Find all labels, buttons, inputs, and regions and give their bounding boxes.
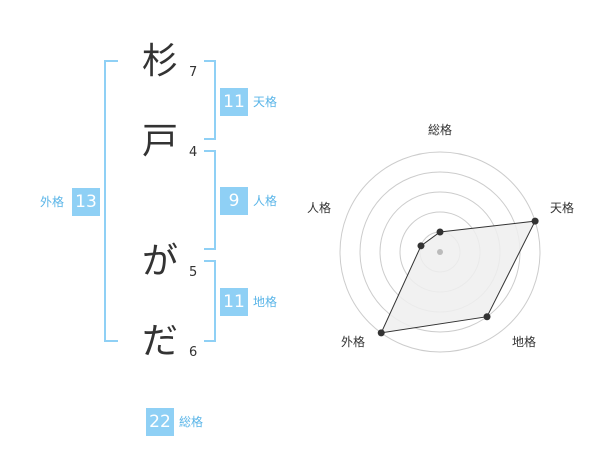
soukaku-badge: 22 [146, 408, 174, 436]
jinkaku-label: 人格 [253, 194, 278, 208]
radar-axis-label-soukaku: 総格 [428, 123, 453, 137]
radar-axis-label-tenkaku: 天格 [550, 201, 575, 215]
tenkaku-bracket [204, 60, 216, 140]
jinkaku-bracket [204, 150, 216, 250]
name-char-4: だ [141, 321, 178, 362]
stroke-count-2: 4 [189, 145, 198, 160]
stroke-count-3: 5 [189, 265, 198, 280]
radar-axis-label-gaikaku: 外格 [341, 335, 366, 349]
name-char-3: が [141, 241, 178, 282]
radar-point-2 [531, 217, 539, 225]
stroke-count-1: 7 [189, 65, 198, 80]
chikaku-label: 地格 [253, 295, 278, 309]
name-char-1: 杉 [141, 41, 178, 82]
radar-point-5 [417, 242, 425, 250]
stroke-count-4: 6 [189, 345, 198, 360]
gaikaku-label: 外格 [40, 195, 65, 209]
radar-area [380, 220, 536, 334]
radar-point-4 [377, 329, 385, 337]
tenkaku-badge: 11 [220, 88, 248, 116]
chikaku-bracket [204, 260, 216, 342]
chikaku-badge: 11 [220, 288, 248, 316]
radar-points [377, 217, 539, 337]
radar-point-3 [483, 313, 491, 321]
name-char-2: 戸 [141, 121, 178, 162]
radar-point-1 [436, 228, 444, 236]
radar-center [437, 249, 443, 255]
radar-axis-label-chikaku: 地格 [512, 335, 537, 349]
radar-axis-label-jinkaku: 人格 [307, 201, 332, 215]
gaikaku-bracket [104, 60, 118, 342]
soukaku-label: 総格 [179, 415, 204, 429]
gaikaku-badge: 13 [72, 188, 100, 216]
tenkaku-label: 天格 [253, 95, 278, 109]
radar-ring [339, 151, 541, 353]
jinkaku-badge: 9 [220, 187, 248, 215]
